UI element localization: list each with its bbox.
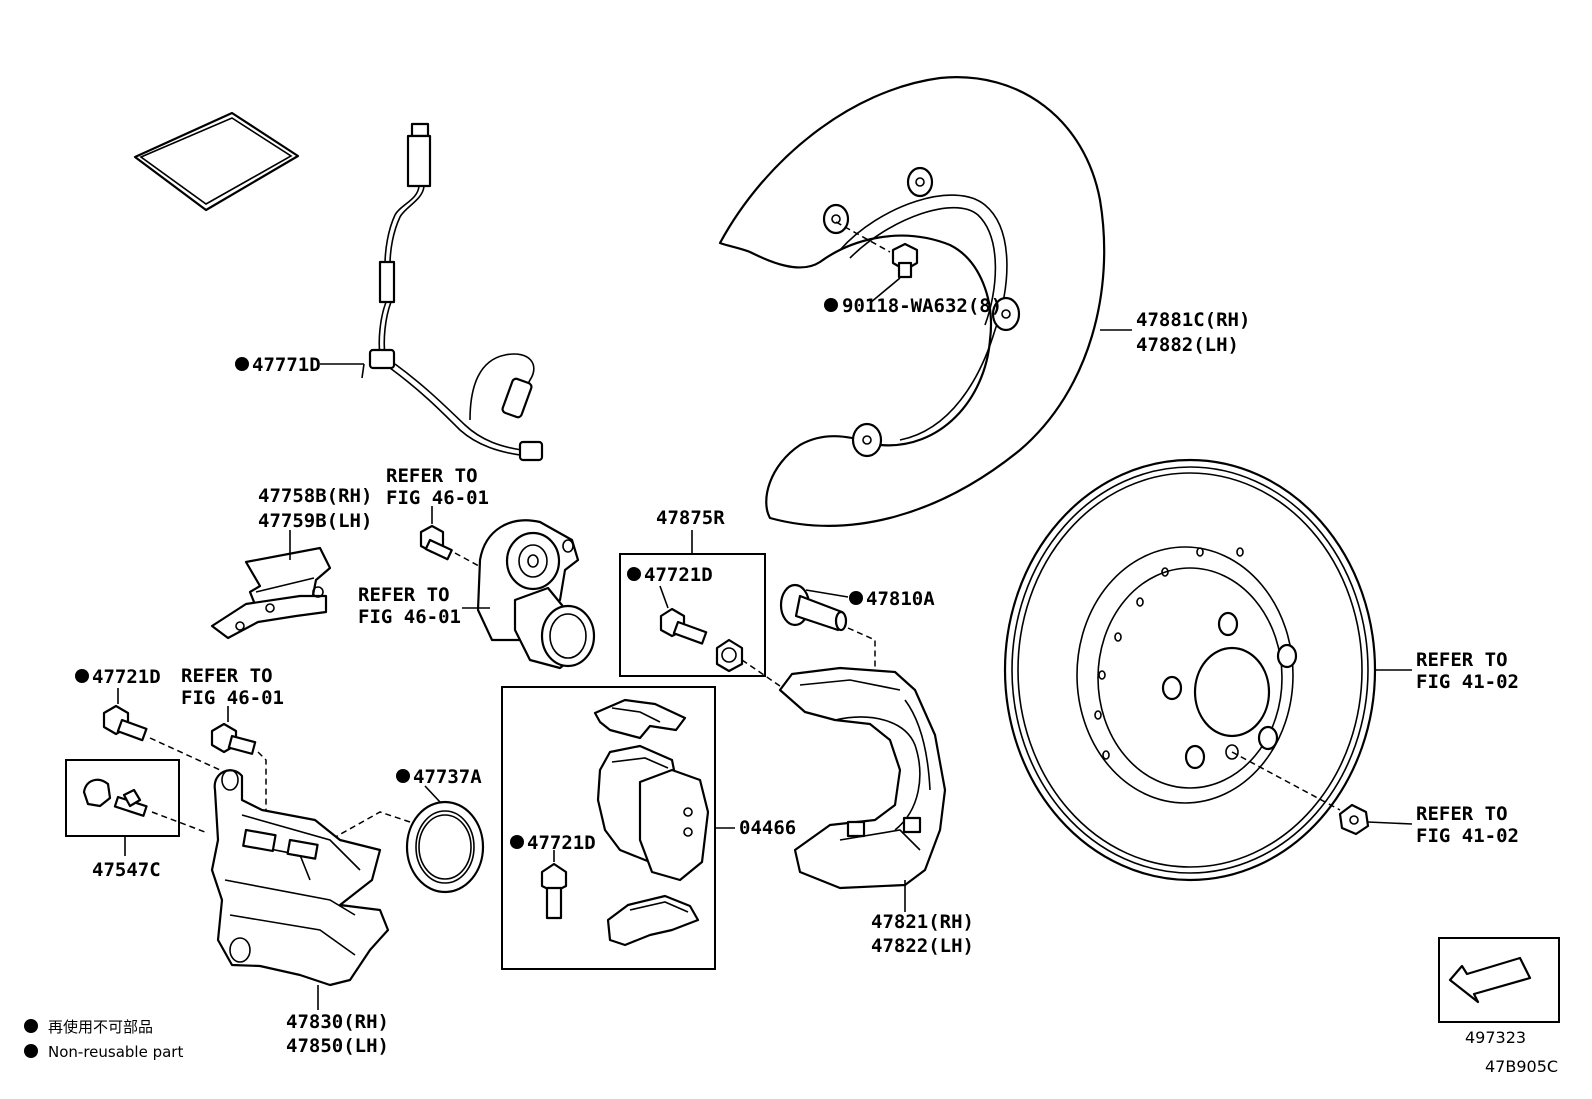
instruction-sheet [133, 111, 300, 212]
direction-box [1438, 937, 1560, 1023]
svg-text:FIG 46-01: FIG 46-01 [386, 487, 489, 509]
svg-text:FIG 41-02: FIG 41-02 [1416, 825, 1519, 847]
callout-47810A: 47810A [849, 588, 935, 610]
svg-text:REFER TO: REFER TO [358, 584, 450, 606]
caliper-refer-bolt[interactable] [210, 706, 267, 810]
shield-bolt[interactable] [835, 221, 919, 304]
svg-text:47881C(RH): 47881C(RH) [1136, 309, 1250, 331]
dust-shield[interactable] [718, 76, 1132, 527]
caliper-mounting[interactable] [778, 666, 947, 912]
svg-text:47822(LH): 47822(LH) [871, 935, 974, 957]
callout-hub-refer[interactable]: REFER TO FIG 41-02 [1416, 803, 1519, 847]
svg-text:90118-WA632(8): 90118-WA632(8) [842, 295, 1002, 317]
pad-kit-box [501, 686, 735, 970]
svg-text:497323: 497323 [1465, 1028, 1526, 1047]
svg-text:47758B(RH): 47758B(RH) [258, 485, 372, 507]
callout-actuator-bolt-refer[interactable]: REFER TO FIG 46-01 [386, 465, 489, 509]
pad-clip-lower [606, 894, 700, 947]
svg-text:FIG 46-01: FIG 46-01 [358, 606, 461, 628]
caliper-bolt[interactable] [102, 688, 221, 771]
svg-text:47771D: 47771D [252, 354, 321, 376]
pad-shim[interactable] [210, 530, 332, 640]
callout-47547C: 47547C [92, 859, 161, 881]
callout-90118-WA632: 90118-WA632(8) [824, 295, 1002, 317]
callout-47737A: 47737A [396, 766, 482, 788]
callout-47721D-caliper: 47721D [75, 666, 161, 688]
svg-text:47810A: 47810A [866, 588, 935, 610]
svg-text:47721D: 47721D [644, 564, 713, 586]
brake-disc [1003, 458, 1412, 882]
callout-disc-refer[interactable]: REFER TO FIG 41-02 [1416, 649, 1519, 693]
figure-code: 47B905C [1485, 1057, 1558, 1076]
svg-text:FIG 46-01: FIG 46-01 [181, 687, 284, 709]
svg-text:47882(LH): 47882(LH) [1136, 334, 1239, 356]
bleeder-box [65, 759, 180, 856]
svg-text:FIG 41-02: FIG 41-02 [1416, 671, 1519, 693]
svg-text:47737A: 47737A [413, 766, 482, 788]
bolt-group-bolt[interactable] [659, 585, 708, 645]
slide-pin[interactable] [779, 583, 876, 670]
disc-vent-holes [1094, 547, 1244, 760]
piston-seal[interactable] [329, 785, 485, 894]
callout-47758B-47759B: 47758B(RH) 47759B(LH) [258, 485, 372, 532]
bleeder-plug[interactable] [82, 778, 206, 833]
svg-text:REFER TO: REFER TO [386, 465, 478, 487]
parking-brake-actuator[interactable] [462, 519, 596, 670]
pad-bolt[interactable] [540, 850, 568, 920]
svg-text:47547C: 47547C [92, 859, 161, 881]
callout-47821-47822: 47821(RH) 47822(LH) [871, 911, 974, 957]
callout-47881C-47882: 47881C(RH) 47882(LH) [1136, 309, 1250, 356]
callout-actuator-refer[interactable]: REFER TO FIG 46-01 [358, 584, 461, 628]
svg-text:04466: 04466 [739, 817, 796, 839]
svg-text:47759B(LH): 47759B(LH) [258, 510, 372, 532]
svg-text:REFER TO: REFER TO [181, 665, 273, 687]
callout-47875R: 47875R [656, 507, 725, 529]
svg-text:47830(RH): 47830(RH) [286, 1011, 389, 1033]
svg-text:47821(RH): 47821(RH) [871, 911, 974, 933]
svg-text:47721D: 47721D [527, 832, 596, 854]
hub-bolt[interactable] [1231, 751, 1413, 836]
callout-47771D: 47771D [235, 354, 321, 376]
callout-caliper-bolt-refer[interactable]: REFER TO FIG 46-01 [181, 665, 284, 709]
callout-47830-47850: 47830(RH) 47850(LH) [286, 1011, 389, 1057]
svg-text:47B905C: 47B905C [1485, 1057, 1558, 1076]
callout-497323: 497323 [1465, 1028, 1526, 1047]
svg-text:47875R: 47875R [656, 507, 725, 529]
svg-text:47850(LH): 47850(LH) [286, 1035, 389, 1057]
svg-text:REFER TO: REFER TO [1416, 803, 1508, 825]
wear-sensor-wire[interactable] [320, 122, 544, 462]
brake-pad-outer [638, 768, 710, 882]
svg-text:47721D: 47721D [92, 666, 161, 688]
callout-47721D-group: 47721D [627, 564, 713, 586]
bolt-group-nut[interactable] [715, 638, 781, 687]
brake-caliper[interactable] [210, 769, 390, 1010]
callout-47721D-pad: 47721D [510, 832, 596, 854]
callout-04466: 04466 [739, 817, 796, 839]
legend: 再使用不可部品 Non-reusable part [24, 1018, 183, 1061]
svg-text:REFER TO: REFER TO [1416, 649, 1508, 671]
bolt-group-box [619, 530, 766, 677]
svg-text:Non-reusable part: Non-reusable part [48, 1043, 183, 1061]
pad-clip-upper [593, 698, 687, 740]
svg-text:再使用不可部品: 再使用不可部品 [48, 1018, 153, 1036]
